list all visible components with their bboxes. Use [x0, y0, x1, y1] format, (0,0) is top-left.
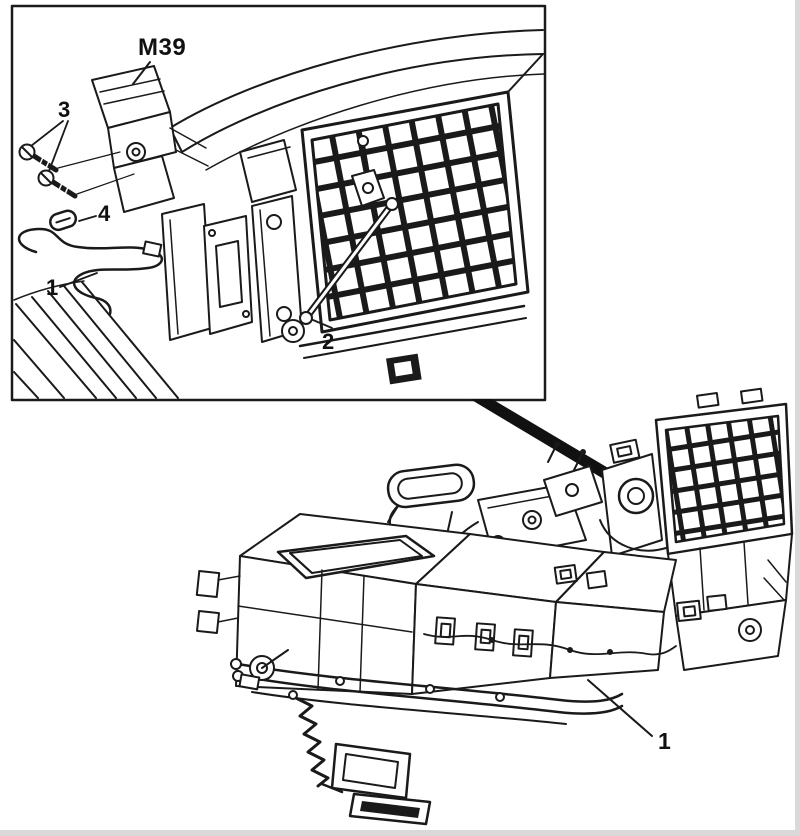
label-motor-m39: M39	[138, 34, 187, 61]
unit-label-leader	[587, 679, 653, 737]
inset-connector-block	[386, 353, 422, 385]
body-stripes	[13, 280, 179, 399]
blower-motor	[91, 61, 209, 213]
wiring-harness	[17, 227, 163, 316]
bottom-bracket	[330, 742, 432, 826]
cable-clip	[49, 209, 97, 232]
page-edge-right	[795, 0, 800, 836]
label-harness-1: 1	[46, 275, 59, 300]
heater-assembly-drawing	[195, 387, 794, 826]
actuator	[238, 649, 289, 691]
label-rod-2: 2	[322, 329, 335, 354]
inset-mesh-grid	[298, 53, 544, 359]
label-clip-4: 4	[98, 201, 111, 226]
page-edge-bottom	[0, 830, 800, 836]
label-unit-1: 1	[658, 728, 671, 754]
assembly-mesh-grid	[654, 387, 794, 556]
side-panels	[161, 139, 297, 341]
mounting-screws	[18, 120, 135, 199]
assembly-motor	[599, 438, 667, 557]
blower-housing	[667, 533, 793, 671]
assembly-wiring	[423, 633, 677, 656]
support-bracket	[251, 195, 303, 343]
coil-spring	[288, 690, 344, 794]
heater-pipes	[230, 658, 624, 725]
label-screws-3: 3	[58, 97, 71, 122]
inset-detail-drawing	[13, 29, 545, 399]
connector-blocks	[434, 563, 728, 658]
link-rod	[281, 135, 399, 343]
